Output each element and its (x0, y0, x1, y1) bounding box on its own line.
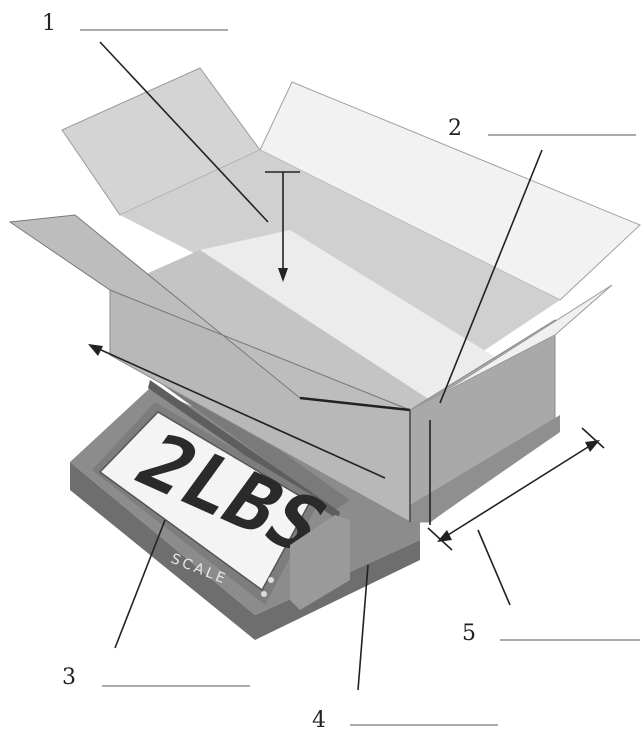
width-arrow-head-icon (437, 530, 452, 542)
callout-5-number: 5 (462, 621, 476, 646)
callout-3-number: 3 (62, 665, 76, 690)
callout-3-leader (114, 519, 166, 649)
width-arrow-head-icon (585, 440, 600, 452)
scale-lcd-screen (98, 411, 312, 592)
length-arrow (89, 344, 386, 479)
scale-side-housing (290, 515, 350, 610)
box-flap-front-right (409, 284, 613, 411)
callout-1-leader (99, 41, 269, 223)
dimension-arrows (88, 171, 605, 551)
callout-2-number: 2 (448, 116, 462, 141)
callout-4-leader (357, 564, 369, 691)
scale-button-icon (268, 577, 274, 583)
box-inner-floor (200, 230, 500, 400)
scale-base-side (70, 462, 420, 640)
length-arrow-head-icon (88, 344, 103, 356)
height-arrow-head-icon (278, 268, 288, 282)
width-arrow (439, 441, 597, 541)
scale-button-icon (261, 591, 267, 597)
callout-leaders (99, 41, 543, 691)
callout-2-leader (439, 149, 543, 404)
callout-labels: 1 2 3 4 5 (42, 11, 640, 729)
callout-5-leader (477, 529, 511, 606)
shipping-box (8, 67, 641, 523)
callout-1-number: 1 (42, 11, 56, 36)
box-crease-line (299, 396, 411, 412)
callout-4-number: 4 (312, 708, 326, 729)
digital-scale: 2LBS SCALE (70, 365, 420, 640)
